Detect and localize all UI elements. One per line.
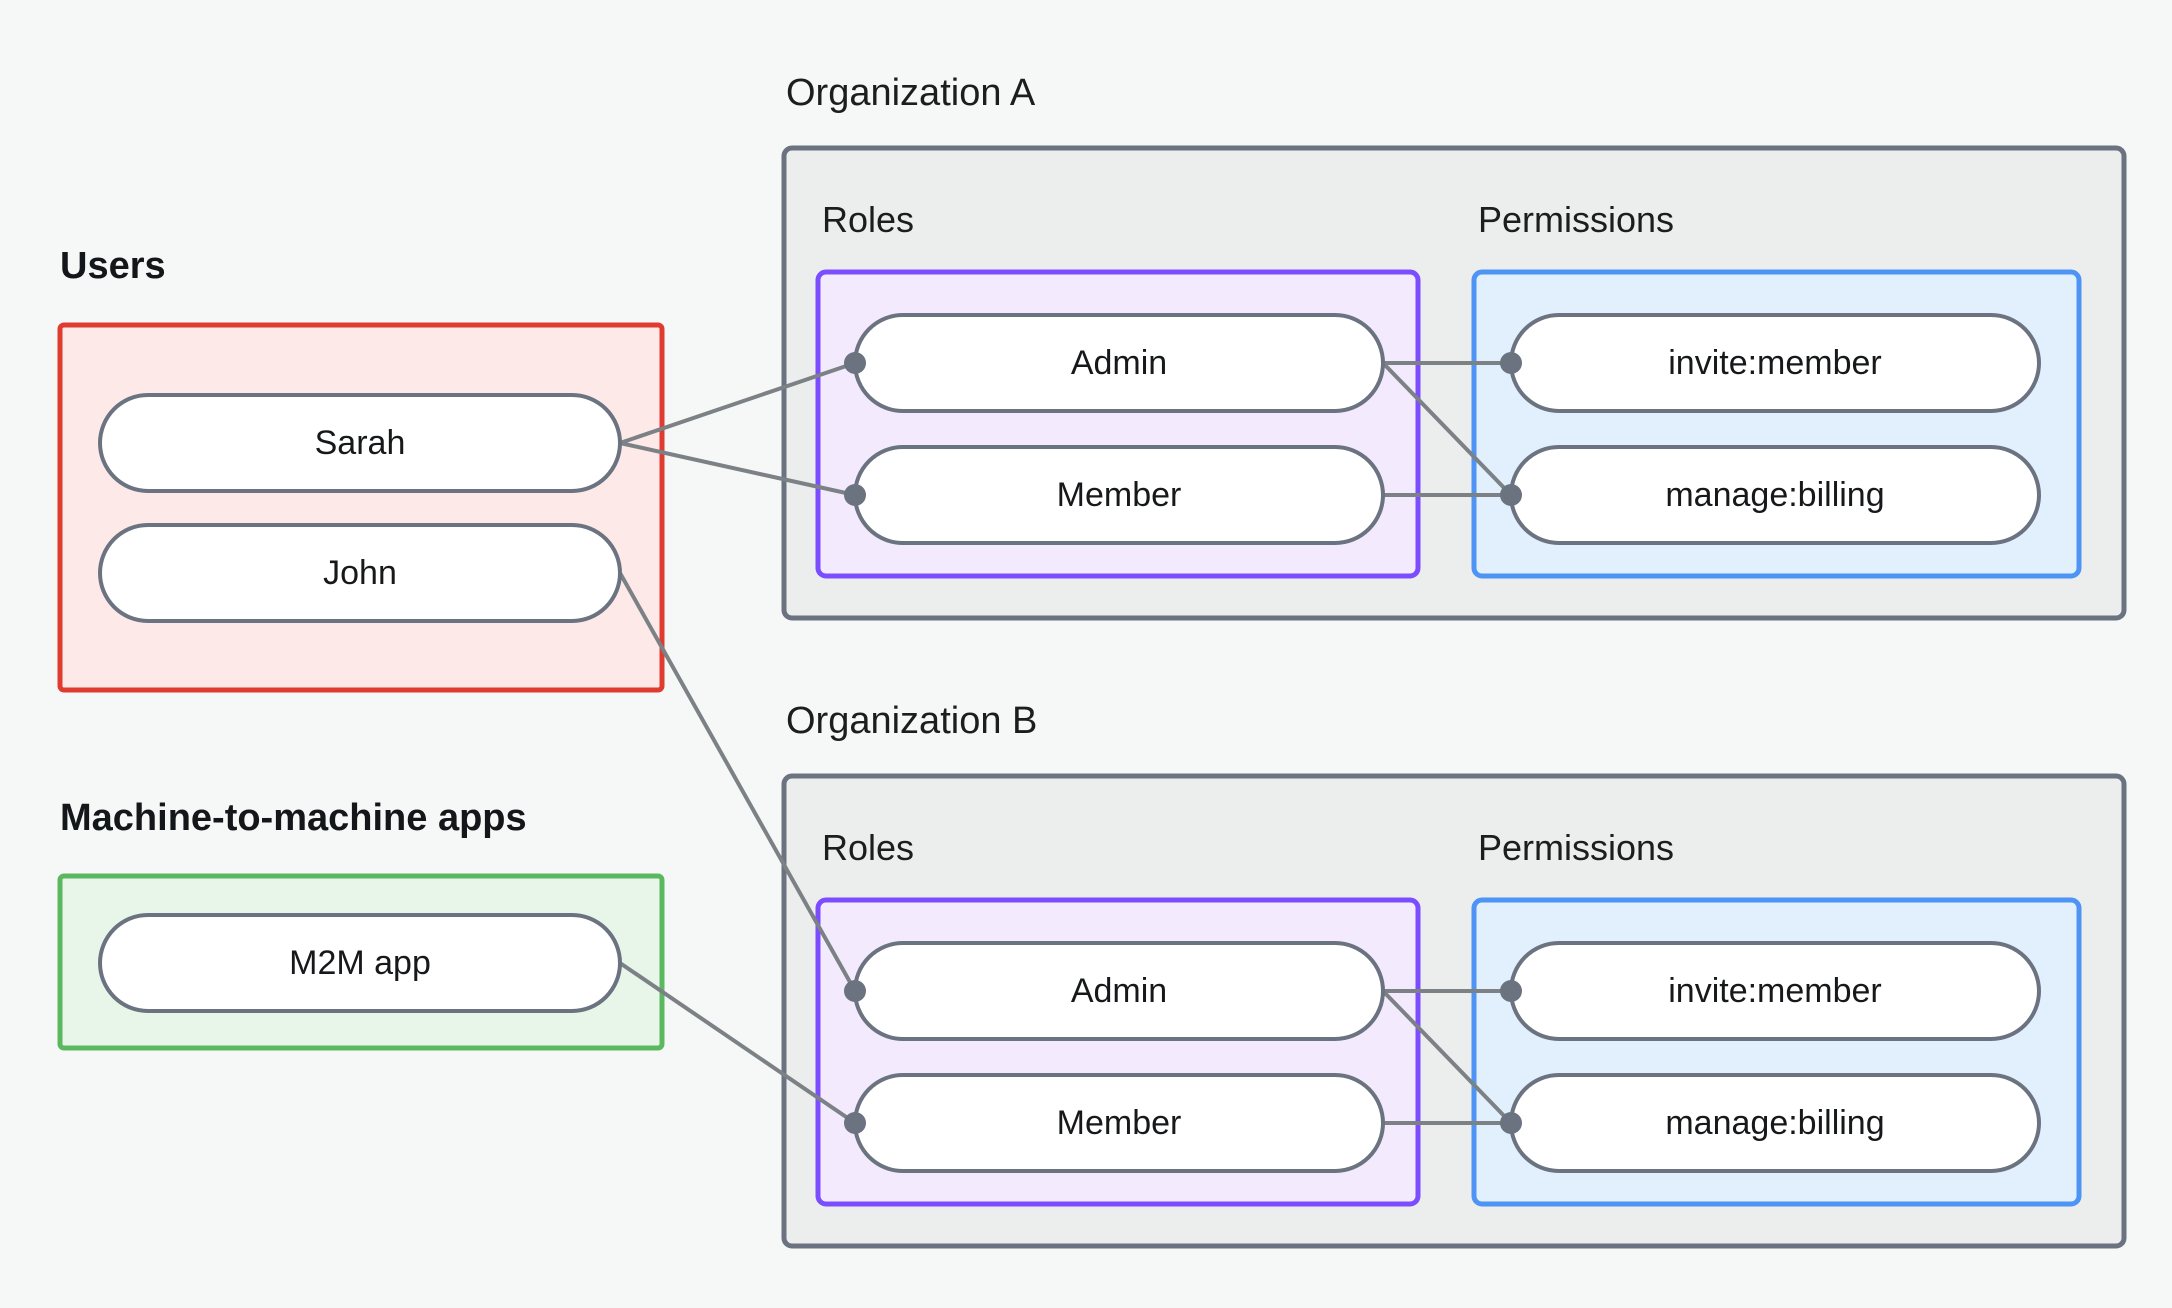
node-m2m-app-label: M2M app	[289, 944, 431, 982]
edge-m2m-to-org-b-member	[618, 961, 857, 1125]
edge-org-b-admin-to-billing	[1381, 989, 1513, 1125]
edge-dot-org-b-admin-in	[844, 980, 866, 1002]
edge-org-a-admin-to-billing	[1381, 361, 1513, 497]
node-sarah[interactable]: Sarah	[98, 393, 622, 493]
node-org-a-admin-label: Admin	[1071, 344, 1167, 382]
node-org-b-admin-label: Admin	[1071, 972, 1167, 1010]
node-john[interactable]: John	[98, 523, 622, 623]
node-org-a-member[interactable]: Member	[853, 445, 1385, 545]
node-org-a-invite-label: invite:member	[1668, 344, 1882, 382]
edge-john-to-org-b-admin	[618, 572, 857, 992]
node-org-b-admin[interactable]: Admin	[853, 941, 1385, 1041]
edge-dot-org-b-invite-in	[1500, 980, 1522, 1002]
edge-sarah-to-org-a-member	[619, 441, 856, 497]
node-org-a-invite[interactable]: invite:member	[1509, 313, 2041, 413]
node-sarah-shape	[98, 393, 622, 493]
org-b-roles-title: Roles	[822, 827, 914, 868]
org-a-permissions-title: Permissions	[1478, 199, 1674, 240]
node-sarah-label: Sarah	[315, 424, 406, 462]
m2m-group-title: Machine-to-machine apps	[60, 797, 527, 839]
node-org-b-billing-label: manage:billing	[1665, 1104, 1884, 1142]
edge-dot-org-a-member-in	[844, 484, 866, 506]
node-org-a-admin[interactable]: Admin	[853, 313, 1385, 413]
node-org-a-billing[interactable]: manage:billing	[1509, 445, 2041, 545]
node-org-b-billing[interactable]: manage:billing	[1509, 1073, 2041, 1173]
node-org-b-invite[interactable]: invite:member	[1509, 941, 2041, 1041]
users-group-title: Users	[60, 245, 166, 287]
node-john-shape	[98, 523, 622, 623]
users-container	[57, 322, 665, 693]
node-org-a-member-label: Member	[1057, 476, 1182, 514]
edge-sarah-to-org-a-admin	[619, 361, 856, 445]
node-m2m-app-shape	[98, 913, 622, 1013]
edge-endpoint-dots	[844, 352, 1522, 1134]
node-org-b-member-label: Member	[1057, 1104, 1182, 1142]
node-john-label: John	[323, 554, 397, 592]
edge-dot-org-a-invite-in	[1500, 352, 1522, 374]
org-b-permissions-title: Permissions	[1478, 827, 1674, 868]
edge-dot-org-a-billing-in	[1500, 484, 1522, 506]
org-b-title: Organization B	[786, 700, 1037, 742]
node-org-b-invite-label: invite:member	[1668, 972, 1882, 1010]
org-a-title: Organization A	[786, 72, 1036, 114]
org-a-roles-title: Roles	[822, 199, 914, 240]
edge-layer	[618, 361, 1513, 1125]
node-org-b-member[interactable]: Member	[853, 1073, 1385, 1173]
edge-dot-org-b-billing-in	[1500, 1112, 1522, 1134]
edge-dot-org-a-admin-in	[844, 352, 866, 374]
node-m2m-app[interactable]: M2M app	[98, 913, 622, 1013]
node-org-a-billing-label: manage:billing	[1665, 476, 1884, 514]
edge-dot-org-b-member-in	[844, 1112, 866, 1134]
